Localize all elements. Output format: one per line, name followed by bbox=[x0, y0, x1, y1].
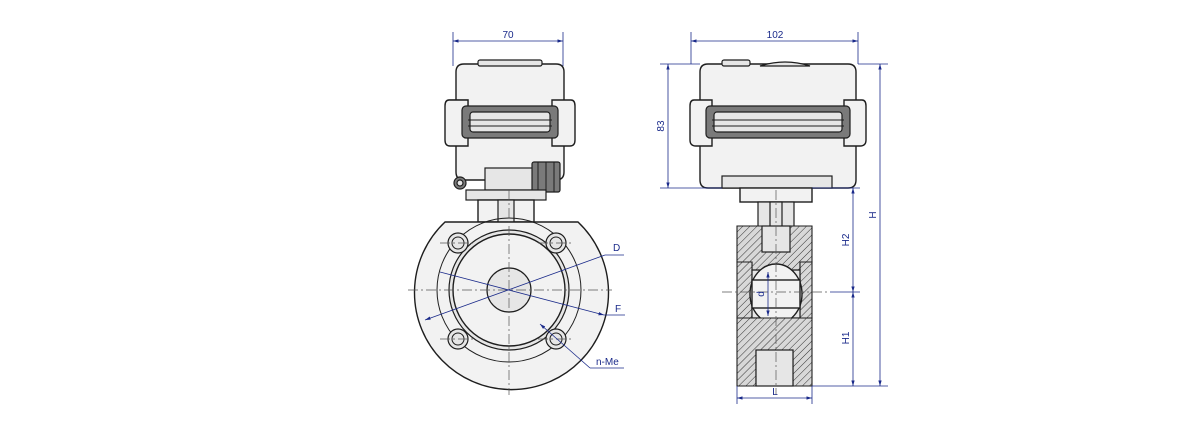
side-valve-body bbox=[722, 190, 830, 395]
side-width-label: 102 bbox=[767, 30, 784, 41]
upper-height-label: H2 bbox=[841, 233, 852, 246]
side-dimensions: 102 83 H H2 H1 d L bbox=[656, 30, 888, 404]
front-actuator bbox=[444, 59, 576, 223]
callout-F: F bbox=[615, 304, 621, 315]
lower-height-label: H1 bbox=[841, 331, 852, 344]
total-height-label: H bbox=[868, 211, 879, 218]
front-view: 70 D F n-Me bbox=[408, 30, 625, 395]
side-view: 102 83 H H2 H1 d L bbox=[656, 30, 888, 404]
bore-label: d bbox=[756, 291, 767, 297]
actuator-height-label: 83 bbox=[656, 120, 667, 132]
front-dimensions: 70 D F n-Me bbox=[424, 30, 625, 369]
callout-D: D bbox=[613, 243, 620, 254]
length-label: L bbox=[772, 387, 778, 398]
front-width-label: 70 bbox=[502, 30, 514, 41]
callout-n-Me: n-Me bbox=[596, 357, 619, 368]
side-actuator bbox=[689, 59, 867, 247]
